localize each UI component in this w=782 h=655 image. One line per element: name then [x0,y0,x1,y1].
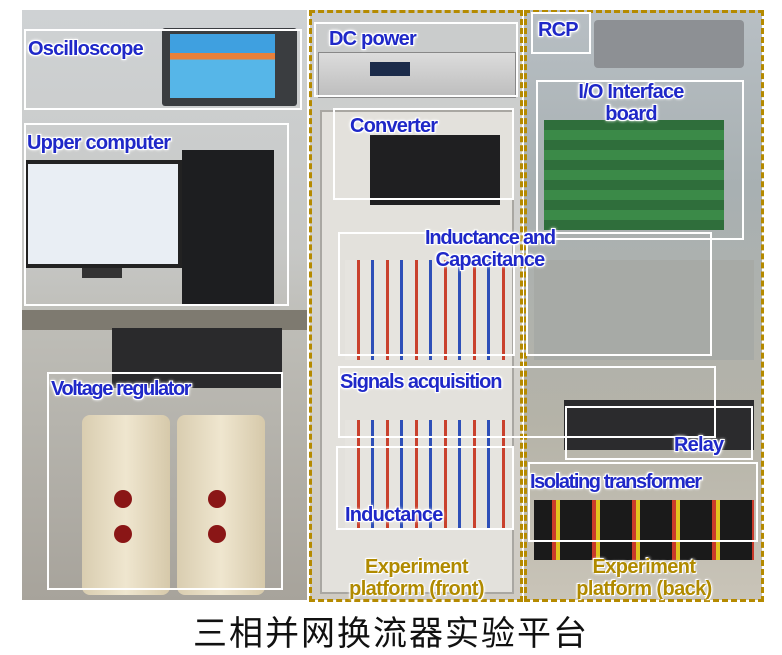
inductance-capacitance-right-box [526,232,712,356]
platform-front-dashed-border [309,10,523,602]
cabinet-rail [534,260,754,360]
tower-pc [182,150,274,305]
signals-acquisition-box [338,366,716,438]
dc-power-display [370,62,410,76]
monitor-stand [82,268,122,278]
io-board-box [536,80,744,240]
dc-power-device [318,52,516,98]
io-board-pcb [544,120,724,230]
desk-shelf [22,310,307,330]
label-inductance: Inductance [345,504,443,526]
label-oscilloscope: Oscilloscope [28,38,144,60]
oscilloscope-box [24,29,302,110]
label-io-board-line2: board [605,103,657,125]
label-platform-back-line2: platform (back) [576,578,712,600]
transformer-wires [534,500,754,560]
photo-middle-platform-front [310,10,522,600]
converter-box [333,108,514,200]
label-rcp: RCP [538,19,579,41]
regulator-knob-2 [114,525,132,543]
rcp-box [531,12,591,54]
relay-box [565,406,753,460]
platform-back-dashed-border [524,10,764,602]
label-io-board-line1: I/O Interface [578,81,684,103]
label-converter: Converter [350,115,438,137]
label-inductance-capacitance-line1: Inductance and [425,227,556,249]
label-dc-power: DC power [329,28,417,50]
label-platform-back-line1: Experiment [592,556,697,578]
label-platform-front-line2: platform (front) [349,578,484,600]
voltage-regulator-box [47,372,283,590]
monitor [24,160,182,268]
label-platform-front-line1: Experiment [365,556,469,578]
regulator-knob-3 [208,490,226,508]
label-voltage-regulator: Voltage regulator [51,378,192,400]
regulator-knob-1 [114,490,132,508]
photo-right-platform-back [524,10,762,600]
relay-modules [564,400,754,450]
dc-power-box [314,22,518,97]
wiring-area-1 [345,260,505,360]
figure-caption: 三相并网换流器实验平台 [193,614,589,654]
inductance-capacitance-box [338,232,515,356]
wiring-area-2 [345,420,505,530]
oscilloscope-screen [170,34,275,98]
label-upper-computer: Upper computer [27,132,171,154]
inductance-box [336,446,514,530]
label-inductance-capacitance-line2: Capacitance [435,249,545,271]
dark-cabinet [112,328,282,388]
label-signals-acquisition: Signals acquisition [340,371,502,393]
regulator-knob-4 [208,525,226,543]
upper-computer-box [24,123,289,306]
label-relay: Relay [674,434,724,456]
converter-modules [370,135,500,205]
rcp-device [594,20,744,68]
label-isolating-transformer: Isolating transformer [530,471,702,493]
isolating-transformer-box [528,462,758,542]
